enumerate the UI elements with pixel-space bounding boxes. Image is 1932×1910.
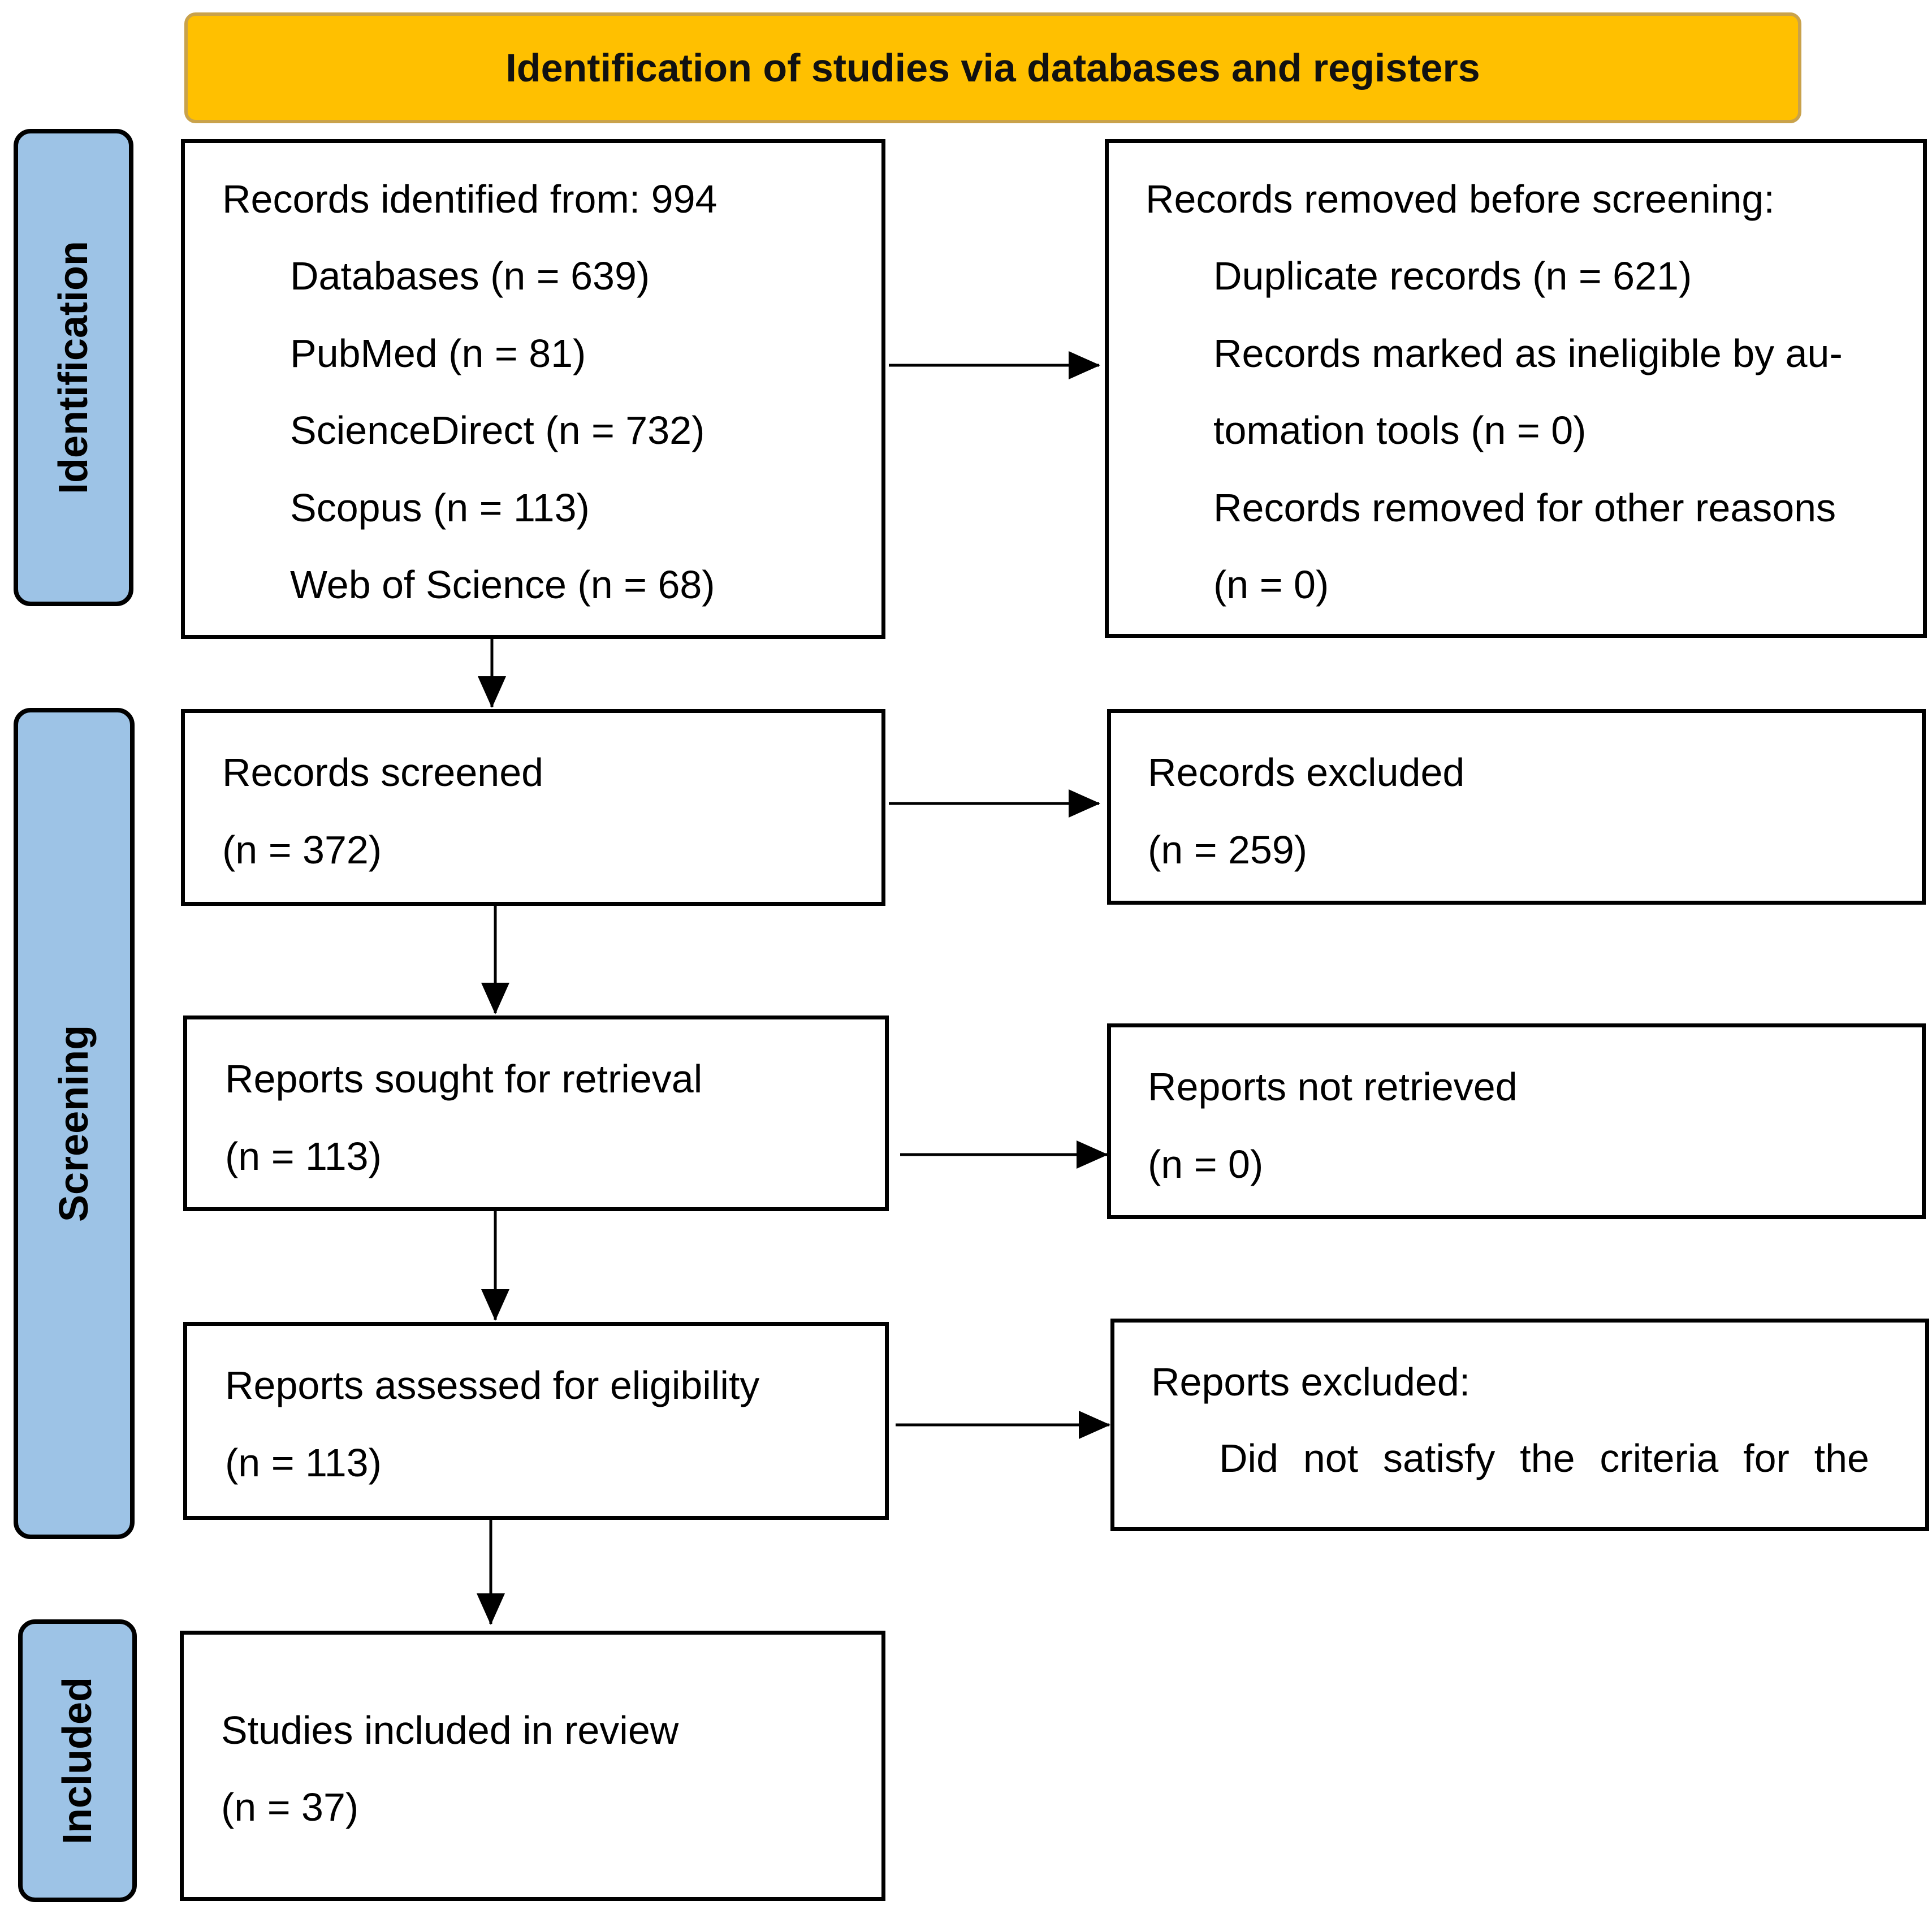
source-pubmed: PubMed (n = 81) (290, 331, 586, 375)
reports-excluded-box: Reports excluded: Did not satisfy the cr… (1110, 1319, 1929, 1531)
reports-assessed-box: Reports assessed for eligibility (n = 11… (183, 1322, 889, 1520)
records-removed-heading: Records removed before screening: (1146, 177, 1775, 221)
records-identified-heading: Records identified from: 994 (222, 177, 718, 221)
stage-screening: Screening (14, 708, 135, 1539)
reports-assessed-count: (n = 113) (225, 1441, 382, 1485)
reports-sought-count: (n = 113) (225, 1134, 382, 1178)
removed-other-line1: Records removed for other reasons (1213, 486, 1836, 530)
records-screened-box: Records screened (n = 372) (181, 709, 885, 906)
source-scopus: Scopus (n = 113) (290, 486, 590, 530)
records-excluded-box: Records excluded (n = 259) (1107, 709, 1926, 905)
records-screened-label: Records screened (222, 750, 544, 794)
studies-included-label: Studies included in review (221, 1708, 679, 1752)
records-screened-count: (n = 372) (222, 828, 382, 872)
removed-duplicates: Duplicate records (n = 621) (1213, 254, 1692, 298)
removed-automation-line1: Records marked as ineligible by au- (1213, 331, 1843, 375)
reports-not-retrieved-label: Reports not retrieved (1148, 1065, 1518, 1109)
source-databases: Databases (n = 639) (290, 254, 650, 298)
reports-excluded-heading: Reports excluded: (1151, 1360, 1471, 1404)
source-web-of-science: Web of Science (n = 68) (290, 563, 715, 607)
reports-not-retrieved-box: Reports not retrieved (n = 0) (1107, 1023, 1926, 1219)
banner-title: Identification of studies via databases … (505, 46, 1480, 90)
removed-other-line2: (n = 0) (1213, 563, 1329, 607)
records-excluded-count: (n = 259) (1148, 828, 1308, 872)
identification-banner: Identification of studies via databases … (184, 12, 1801, 123)
studies-included-box: Studies included in review (n = 37) (180, 1631, 885, 1901)
records-identified-box: Records identified from: 994 Databases (… (181, 139, 885, 639)
stage-identification: Identification (14, 129, 133, 606)
records-removed-box: Records removed before screening: Duplic… (1105, 139, 1927, 638)
stage-included: Included (18, 1619, 137, 1902)
records-excluded-label: Records excluded (1148, 750, 1465, 794)
reports-sought-label: Reports sought for retrieval (225, 1057, 703, 1101)
studies-included-count: (n = 37) (221, 1785, 359, 1829)
source-sciencedirect: ScienceDirect (n = 732) (290, 408, 705, 452)
reports-excluded-reason: Did not satisfy the criteria for the (1219, 1436, 1869, 1480)
removed-automation-line2: tomation tools (n = 0) (1213, 408, 1587, 452)
reports-not-retrieved-count: (n = 0) (1148, 1142, 1264, 1186)
reports-sought-box: Reports sought for retrieval (n = 113) (183, 1016, 889, 1211)
reports-assessed-label: Reports assessed for eligibility (225, 1363, 760, 1407)
